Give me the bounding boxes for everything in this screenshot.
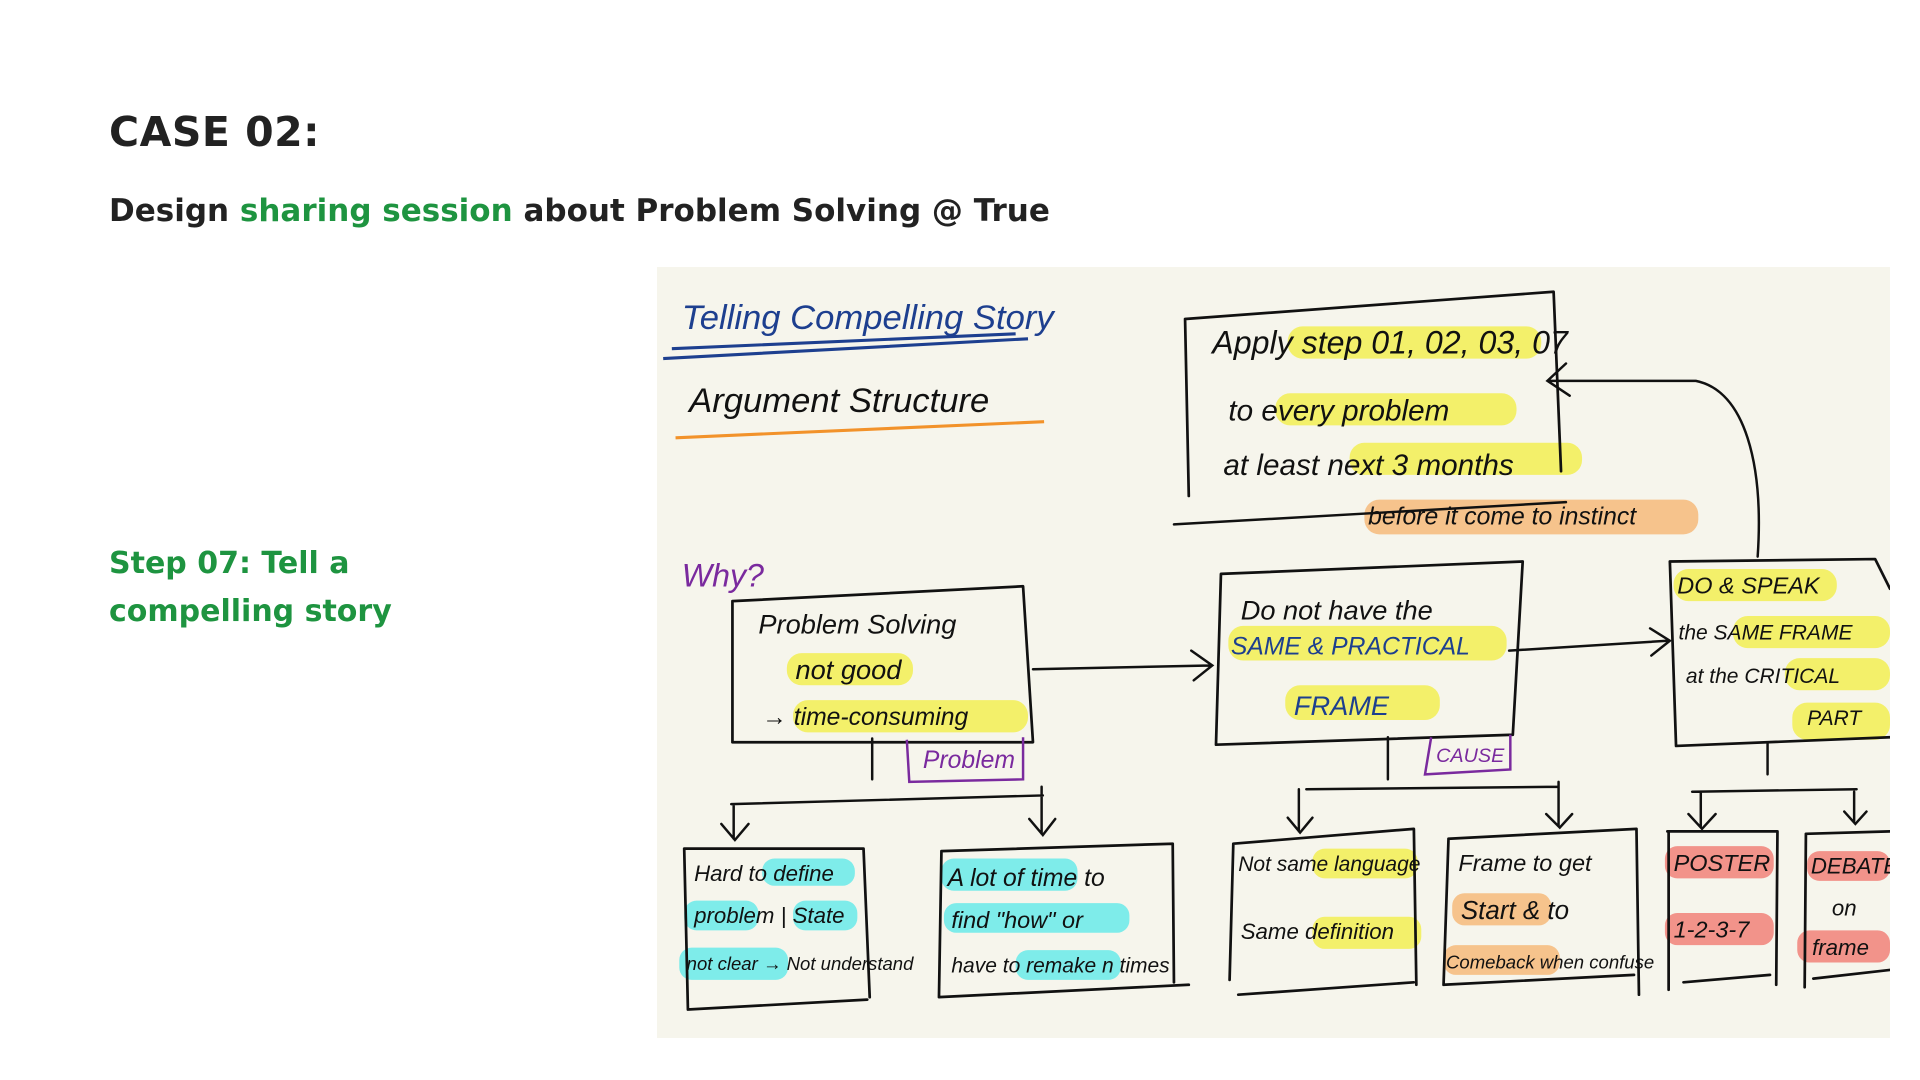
sub-cause-1-line1: Not same language bbox=[1238, 853, 1420, 876]
sub-problem-1-line3: not clear → Not understand bbox=[687, 953, 914, 974]
cause-box: Do not have the SAME & PRACTICAL FRAME C… bbox=[1214, 560, 1525, 776]
sub-problem-1-box: Hard to define problem | State not clear… bbox=[679, 847, 914, 1011]
sub-problem-1-line1: Hard to define bbox=[694, 861, 834, 886]
cause-tag: CAUSE bbox=[1436, 745, 1505, 767]
sub-cause-2-line1: Frame to get bbox=[1458, 850, 1593, 876]
sub-cause-2-box: Frame to get Start & to Comeback when co… bbox=[1442, 827, 1654, 997]
sketch-image: Telling Compelling Story Argument Struct… bbox=[657, 267, 1890, 1038]
subtitle-prefix: Design bbox=[109, 193, 240, 229]
goal-box: Apply step 01, 02, 03, 07 to every probl… bbox=[1172, 290, 1699, 535]
arrow-solution-to-goal bbox=[1545, 362, 1761, 558]
sub-cause-1-line2: Same definition bbox=[1241, 919, 1394, 944]
heading1-text: Telling Compelling Story bbox=[682, 299, 1057, 337]
cause-line3: FRAME bbox=[1294, 690, 1390, 721]
solution-line4: PART bbox=[1807, 707, 1863, 730]
heading-telling-story: Telling Compelling Story bbox=[663, 299, 1057, 361]
goal-line2: to every problem bbox=[1228, 394, 1449, 427]
sub-cause-2-line2: Start & to bbox=[1461, 895, 1569, 925]
goal-line3: at least next 3 months bbox=[1223, 449, 1513, 482]
sub-problem-2-box: A lot of time to find "how" or have to r… bbox=[937, 842, 1191, 999]
sub-solution-1-line1: POSTER bbox=[1674, 850, 1771, 876]
problem-box: Problem Solving not good → time-consumin… bbox=[731, 584, 1035, 784]
tree-solution bbox=[1687, 740, 1868, 831]
case-title: CASE 02: bbox=[109, 108, 321, 156]
sub-cause-2-line3: Comeback when confuse bbox=[1446, 952, 1654, 973]
sub-solution-2-line1: DEBATE bbox=[1811, 853, 1890, 878]
arrow-cause-to-solution bbox=[1507, 627, 1673, 657]
problem-tag: Problem bbox=[923, 747, 1015, 774]
sub-problem-2-line3: have to remake n times bbox=[951, 954, 1170, 977]
sketch-canvas: Telling Compelling Story Argument Struct… bbox=[663, 290, 1890, 1011]
problem-line2: not good bbox=[796, 654, 903, 685]
sub-solution-1-box: POSTER 1-2-3-7 bbox=[1664, 829, 1779, 992]
goal-line1: Apply step 01, 02, 03, 07 bbox=[1210, 325, 1569, 361]
solution-box: DO & SPEAK the SAME FRAME at the CRITICA… bbox=[1668, 557, 1890, 748]
cause-line1: Do not have the bbox=[1241, 595, 1433, 626]
why-label: Why? bbox=[682, 557, 764, 593]
sub-problem-2-line2: find "how" or bbox=[951, 907, 1084, 933]
sub-cause-1-box: Not same language Same definition bbox=[1228, 827, 1422, 997]
solution-line2: the SAME FRAME bbox=[1679, 621, 1854, 644]
goal-note: before it come to instinct bbox=[1368, 503, 1637, 530]
sub-solution-2-box: DEBATE on frame bbox=[1797, 829, 1890, 989]
solution-line1: DO & SPEAK bbox=[1677, 573, 1821, 599]
problem-line1: Problem Solving bbox=[758, 608, 956, 639]
cause-line2: SAME & PRACTICAL bbox=[1231, 633, 1470, 660]
step-label: Step 07: Tell a compelling story bbox=[109, 546, 392, 629]
sub-solution-2-line3: frame bbox=[1812, 935, 1869, 960]
subtitle-accent: sharing session bbox=[239, 193, 513, 229]
sub-solution-1-line2: 1-2-3-7 bbox=[1674, 917, 1751, 943]
problem-line3: → time-consuming bbox=[762, 704, 968, 731]
tree-cause bbox=[1286, 736, 1574, 835]
sub-problem-2-line1: A lot of time to bbox=[946, 865, 1105, 892]
tree-problem bbox=[720, 737, 1057, 842]
sub-solution-2-line2: on bbox=[1832, 895, 1857, 920]
subtitle: Design sharing session about Problem Sol… bbox=[109, 193, 1050, 229]
arrow-problem-to-cause bbox=[1031, 649, 1215, 682]
heading2-text: Argument Structure bbox=[687, 382, 989, 420]
heading-argument-structure: Argument Structure bbox=[675, 382, 1045, 440]
sub-problem-1-line2: problem | State bbox=[693, 903, 844, 928]
solution-line3: at the CRITICAL bbox=[1686, 665, 1840, 688]
subtitle-suffix: about Problem Solving @ True bbox=[512, 193, 1050, 229]
